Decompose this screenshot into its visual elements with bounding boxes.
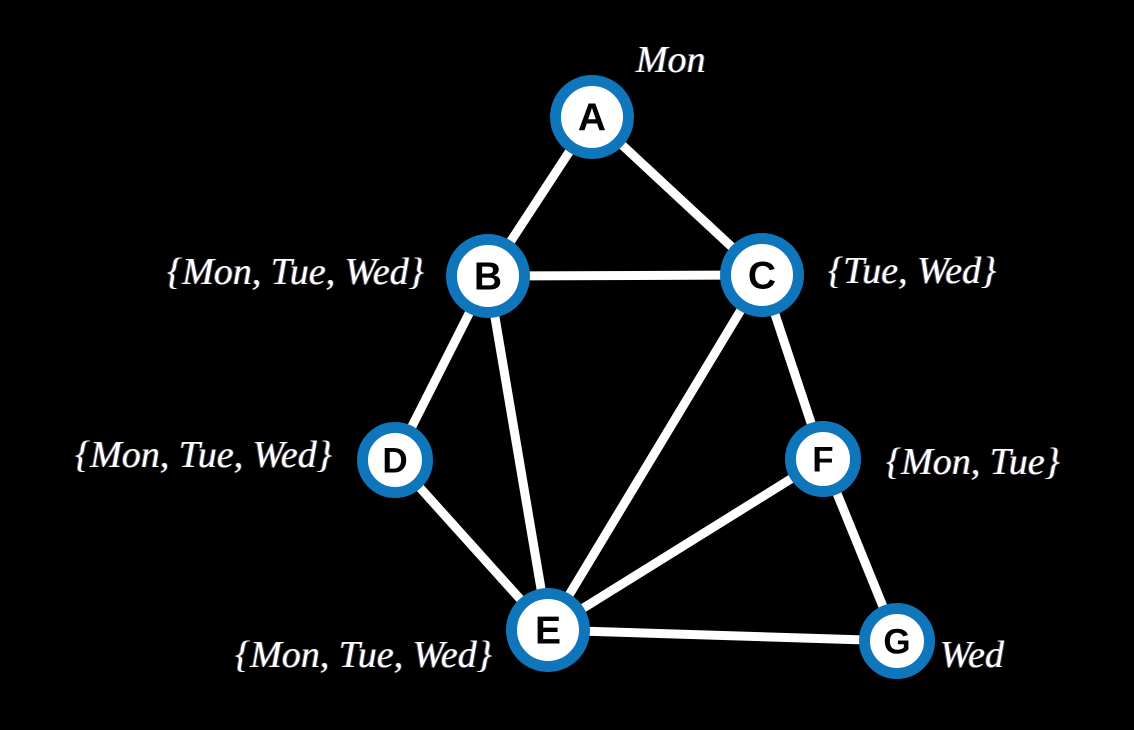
edge-b-d bbox=[406, 306, 475, 434]
node-label-d: D bbox=[382, 442, 407, 481]
edge-e-f bbox=[576, 472, 798, 614]
domain-label-e: {Mon, Tue, Wed} bbox=[235, 634, 492, 676]
edge-f-g bbox=[831, 486, 889, 614]
node-circle-g bbox=[859, 603, 935, 679]
node-d[interactable]: D bbox=[357, 422, 433, 498]
node-circle-a bbox=[550, 75, 634, 159]
node-b[interactable]: B bbox=[446, 234, 530, 318]
node-label-g: G bbox=[883, 623, 910, 662]
edge-e-g bbox=[582, 626, 867, 645]
node-circle-f bbox=[785, 421, 861, 497]
node-a[interactable]: A bbox=[550, 75, 634, 159]
domain-label-b: {Mon, Tue, Wed} bbox=[167, 251, 424, 293]
edges-layer bbox=[406, 139, 889, 645]
node-circle-e bbox=[506, 588, 590, 672]
edge-c-e bbox=[563, 303, 747, 602]
domain-label-c: {Tue, Wed} bbox=[828, 250, 997, 292]
edge-d-e bbox=[413, 481, 527, 606]
node-c[interactable]: C bbox=[720, 233, 804, 317]
edge-b-e bbox=[490, 309, 546, 597]
nodes-layer: A B C D E F G bbox=[357, 75, 935, 679]
node-circle-c bbox=[720, 233, 804, 317]
domain-label-d: {Mon, Tue, Wed} bbox=[75, 434, 332, 476]
node-label-c: C bbox=[748, 255, 776, 298]
node-label-a: A bbox=[578, 97, 606, 140]
domain-label-a: Mon bbox=[636, 39, 706, 81]
node-e[interactable]: E bbox=[506, 588, 590, 672]
edge-a-b bbox=[504, 145, 576, 248]
node-label-b: B bbox=[474, 256, 502, 299]
node-circle-b bbox=[446, 234, 530, 318]
node-label-e: E bbox=[535, 610, 561, 653]
node-label-f: F bbox=[812, 441, 833, 480]
node-f[interactable]: F bbox=[785, 421, 861, 497]
node-g[interactable]: G bbox=[859, 603, 935, 679]
edge-a-c bbox=[616, 139, 738, 253]
edge-c-f bbox=[769, 307, 817, 431]
edge-b-c bbox=[522, 270, 728, 281]
domain-label-f: {Mon, Tue} bbox=[886, 441, 1060, 483]
node-circle-d bbox=[357, 422, 433, 498]
domain-label-g: Wed bbox=[940, 634, 1005, 676]
